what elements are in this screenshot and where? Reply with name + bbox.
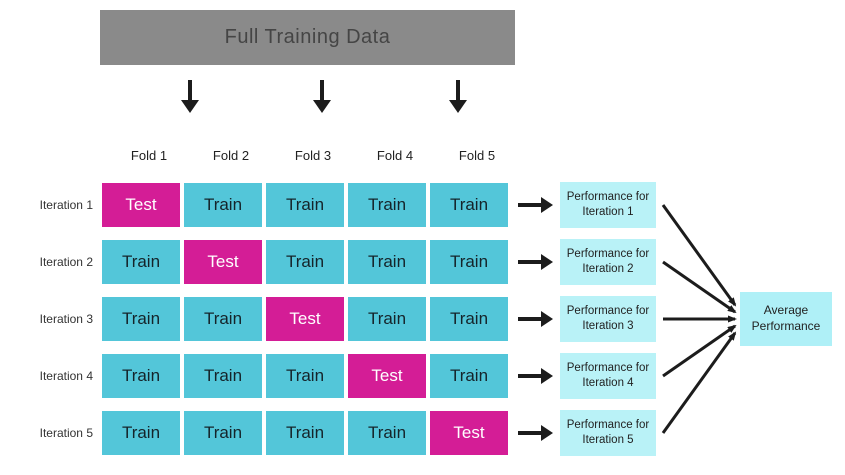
right-arrow-icon — [516, 368, 556, 384]
train-cell: Train — [266, 240, 344, 284]
test-cell: Test — [266, 297, 344, 341]
down-arrow-icon — [313, 80, 331, 114]
performance-box: Performance for Iteration 2 — [560, 239, 656, 285]
train-cell: Train — [430, 354, 508, 398]
right-arrow-head — [541, 368, 553, 384]
right-arrow-head — [541, 311, 553, 327]
full-training-data-label: Full Training Data — [224, 26, 391, 48]
down-arrow-icon — [181, 80, 199, 114]
right-arrow-head — [541, 425, 553, 441]
test-cell: Test — [348, 354, 426, 398]
down-arrow-head — [181, 100, 199, 113]
full-training-data-box: Full Training Data — [100, 10, 515, 65]
right-arrow-stem — [518, 203, 542, 207]
right-arrow-icon — [516, 425, 556, 441]
iteration-label: Iteration 5 — [39, 426, 93, 440]
right-arrow-stem — [518, 317, 542, 321]
train-cell: Train — [184, 354, 262, 398]
fold-header-label: Fold 1 — [130, 148, 168, 163]
train-cell: Train — [266, 354, 344, 398]
fold-header-label: Fold 2 — [212, 148, 250, 163]
fold-header-label: Fold 5 — [458, 148, 496, 163]
performance-box: Performance for Iteration 4 — [560, 353, 656, 399]
train-cell: Train — [102, 411, 180, 455]
right-arrow-stem — [518, 374, 542, 378]
right-arrow-stem — [518, 260, 542, 264]
performance-box: Performance for Iteration 1 — [560, 182, 656, 228]
right-arrow-icon — [516, 197, 556, 213]
fold-header-label: Fold 3 — [294, 148, 332, 163]
train-cell: Train — [430, 183, 508, 227]
test-cell: Test — [430, 411, 508, 455]
train-cell: Train — [348, 411, 426, 455]
down-arrow-stem — [456, 80, 460, 102]
iteration-label: Iteration 3 — [39, 312, 93, 326]
train-cell: Train — [348, 183, 426, 227]
train-cell: Train — [184, 411, 262, 455]
train-cell: Train — [348, 297, 426, 341]
converging-arrow — [662, 260, 737, 314]
test-cell: Test — [102, 183, 180, 227]
train-cell: Train — [184, 297, 262, 341]
train-cell: Train — [102, 240, 180, 284]
right-arrow-head — [541, 254, 553, 270]
down-arrow-head — [449, 100, 467, 113]
fold-header-label: Fold 4 — [376, 148, 414, 163]
down-arrow-icon — [449, 80, 467, 114]
iteration-label: Iteration 2 — [39, 255, 93, 269]
train-cell: Train — [348, 240, 426, 284]
train-cell: Train — [266, 183, 344, 227]
iteration-label: Iteration 1 — [39, 198, 93, 212]
converging-arrow — [662, 324, 737, 378]
average-performance-label: Average Performance — [751, 303, 821, 333]
train-cell: Train — [102, 297, 180, 341]
train-cell: Train — [430, 240, 508, 284]
iteration-label: Iteration 4 — [39, 369, 93, 383]
down-arrow-stem — [188, 80, 192, 102]
right-arrow-icon — [516, 311, 556, 327]
right-arrow-icon — [516, 254, 556, 270]
performance-box: Performance for Iteration 5 — [560, 410, 656, 456]
down-arrow-stem — [320, 80, 324, 102]
converging-arrow — [661, 204, 737, 307]
train-cell: Train — [430, 297, 508, 341]
test-cell: Test — [184, 240, 262, 284]
train-cell: Train — [266, 411, 344, 455]
fold-headers: Fold 1 Fold 2 Fold 3 Fold 4 Fold 5 — [110, 148, 520, 163]
train-cell: Train — [184, 183, 262, 227]
right-arrow-stem — [518, 431, 542, 435]
performance-box: Performance for Iteration 3 — [560, 296, 656, 342]
converging-arrow — [661, 331, 737, 434]
right-arrow-head — [541, 197, 553, 213]
average-performance-box: Average Performance — [740, 292, 832, 346]
down-arrow-head — [313, 100, 331, 113]
train-cell: Train — [102, 354, 180, 398]
